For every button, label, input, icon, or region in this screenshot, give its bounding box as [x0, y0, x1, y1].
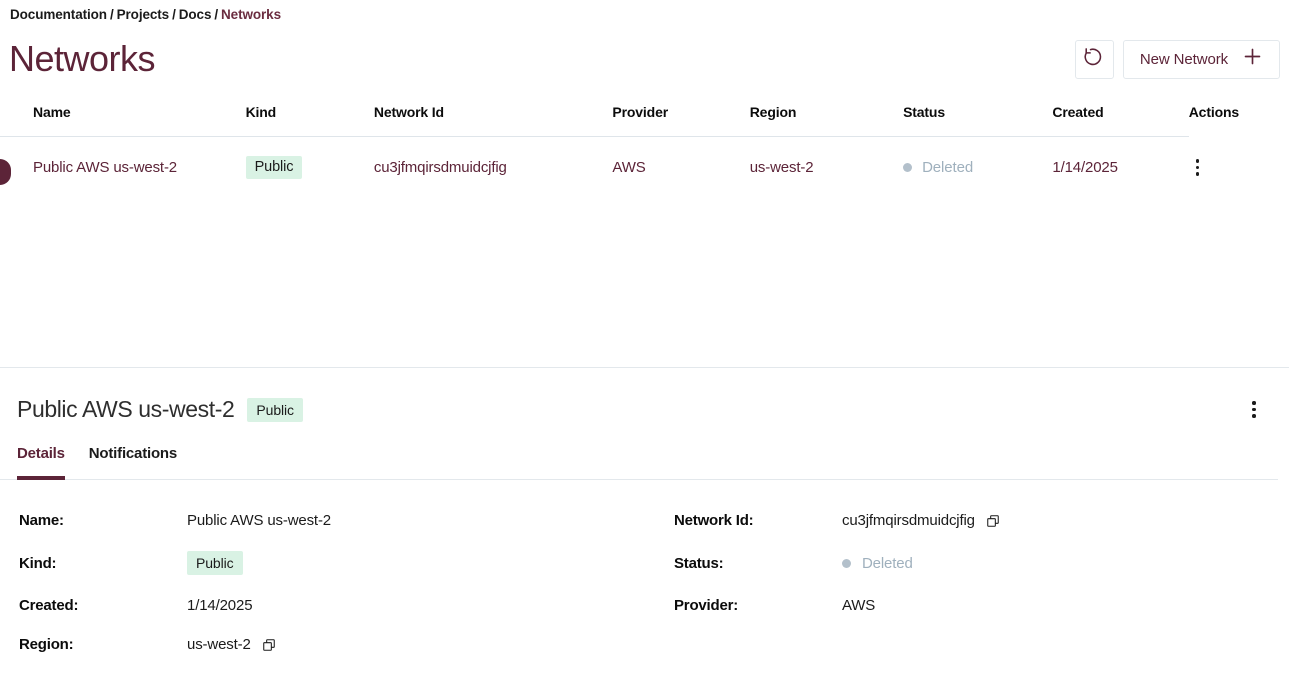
field-label-status: Status:: [674, 554, 724, 572]
breadcrumb-separator: /: [214, 7, 219, 22]
detail-kind-badge: Public: [247, 397, 303, 422]
field-value-region-text: us-west-2: [187, 636, 251, 653]
detail-panel: Public AWS us-west-2 Public Details Noti…: [0, 368, 1289, 700]
detail-fields: Name: Public AWS us-west-2 Network Id: c…: [0, 480, 1289, 653]
breadcrumb-item-networks: Networks: [221, 7, 282, 22]
cell-network-id: cu3jfmqirsdmuidcjfig: [373, 159, 507, 176]
page-header: Networks New Network: [0, 24, 1289, 86]
field-status: Status: Deleted: [674, 551, 1289, 575]
field-spacer: [674, 636, 1289, 653]
cell-name[interactable]: Public AWS us-west-2: [0, 137, 246, 199]
page-title: Networks: [9, 38, 156, 79]
cell-actions: [1189, 137, 1289, 199]
refresh-ccw-icon: [1083, 46, 1105, 73]
breadcrumb-item-docs[interactable]: Docs: [178, 7, 212, 22]
breadcrumb-item-projects[interactable]: Projects: [116, 7, 170, 22]
cell-status: Deleted: [903, 137, 1052, 199]
field-provider: Provider: AWS: [674, 597, 1289, 614]
breadcrumb-item-documentation[interactable]: Documentation: [10, 7, 107, 22]
breadcrumb-separator: /: [109, 7, 114, 22]
cell-kind: Public: [245, 137, 374, 199]
field-label-provider: Provider:: [674, 597, 739, 614]
field-value-provider: AWS: [842, 597, 876, 614]
field-kind: Kind: Public: [19, 551, 674, 575]
column-header-kind[interactable]: Kind: [245, 86, 374, 137]
field-label-created: Created:: [19, 597, 79, 614]
new-network-label: New Network: [1139, 50, 1228, 68]
cell-name-text: Public AWS us-west-2: [33, 159, 177, 176]
refresh-button[interactable]: [1074, 39, 1114, 79]
header-actions: New Network: [1074, 39, 1280, 79]
column-header-status[interactable]: Status: [903, 86, 1053, 137]
field-value-status: Deleted: [842, 555, 913, 572]
new-network-button[interactable]: New Network: [1122, 39, 1280, 79]
field-region: Region: us-west-2: [19, 636, 674, 653]
column-header-created[interactable]: Created: [1052, 86, 1189, 137]
field-value-name: Public AWS us-west-2: [187, 512, 331, 529]
field-label-name: Name:: [19, 512, 64, 529]
detail-kebab-menu-icon[interactable]: [1245, 401, 1263, 418]
table-row[interactable]: Public AWS us-west-2 Public cu3jfmqirsdm…: [0, 137, 1289, 199]
tab-notifications[interactable]: Notifications: [88, 445, 178, 462]
copy-icon[interactable]: [986, 514, 1000, 528]
panel-divider: [0, 367, 1289, 368]
detail-status-dot-icon: [842, 558, 851, 568]
kind-badge: Public: [245, 156, 303, 179]
field-label-network-id: Network Id:: [674, 512, 754, 529]
column-header-network-id[interactable]: Network Id: [373, 86, 613, 137]
field-value-network-id: cu3jfmqirsdmuidcjfig: [842, 512, 1000, 529]
networks-table: Name Kind Network Id Provider Region Sta…: [0, 86, 1289, 198]
field-value-kind: Public: [187, 551, 243, 575]
column-header-actions: Actions: [1188, 104, 1240, 121]
plus-icon: [1242, 46, 1263, 72]
field-value-created: 1/14/2025: [187, 597, 253, 614]
breadcrumb-separator: /: [172, 7, 176, 22]
networks-grid: Name Kind Network Id Provider Region Sta…: [0, 86, 1289, 198]
detail-tabs: Details Notifications: [0, 423, 1278, 480]
cell-created: 1/14/2025: [1052, 159, 1118, 176]
field-created: Created: 1/14/2025: [19, 597, 674, 614]
field-kind-badge: Public: [187, 551, 243, 575]
detail-title-row: Public AWS us-west-2 Public: [17, 396, 303, 423]
status-badge: Deleted: [922, 159, 974, 176]
detail-status-text: Deleted: [862, 554, 913, 572]
cell-region: us-west-2: [749, 159, 814, 176]
table-header-row: Name Kind Network Id Provider Region Sta…: [0, 86, 1289, 137]
cell-provider: AWS: [612, 159, 646, 176]
breadcrumb: Documentation/Projects/Docs/Networks: [0, 0, 1289, 24]
row-selected-marker: [0, 159, 11, 185]
detail-title: Public AWS us-west-2: [17, 396, 235, 422]
status-dot-icon: [903, 163, 913, 172]
tab-details[interactable]: Details: [17, 445, 65, 480]
field-value-region: us-west-2: [187, 636, 276, 653]
detail-header: Public AWS us-west-2 Public: [0, 368, 1289, 423]
column-header-region[interactable]: Region: [749, 86, 904, 137]
column-header-provider[interactable]: Provider: [612, 86, 750, 137]
field-label-kind: Kind:: [19, 554, 57, 572]
field-network-id: Network Id: cu3jfmqirsdmuidcjfig: [674, 512, 1289, 529]
kebab-menu-icon[interactable]: [1189, 159, 1207, 176]
field-name: Name: Public AWS us-west-2: [19, 512, 674, 529]
field-value-network-id-text: cu3jfmqirsdmuidcjfig: [842, 512, 975, 529]
field-label-region: Region:: [19, 636, 74, 653]
column-header-name[interactable]: Name: [0, 86, 246, 137]
copy-icon[interactable]: [262, 638, 276, 652]
